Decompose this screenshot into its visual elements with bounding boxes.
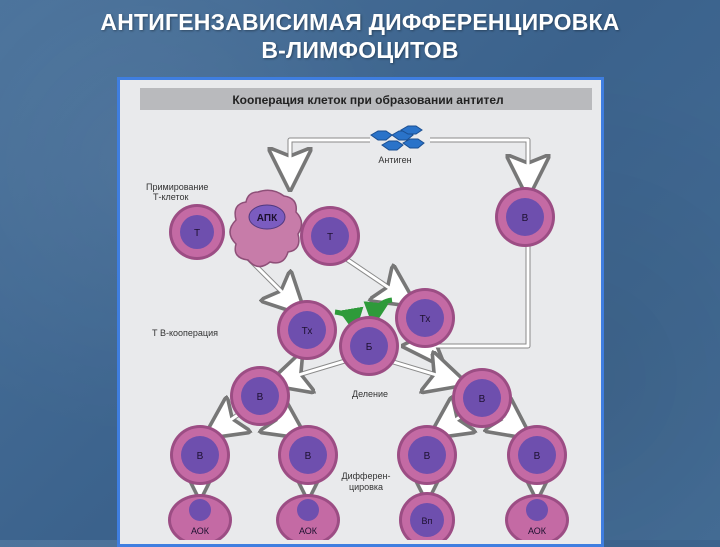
cell-b-top: В [495, 187, 555, 247]
green-arrow-right-icon [363, 297, 393, 328]
priming-label-2: Т-клеток [153, 192, 189, 202]
cell-b-division-left: В [230, 366, 290, 426]
apc-cell: АПК [229, 189, 303, 268]
cell-b-row4-2: В [278, 425, 338, 485]
priming-label-1: Примирование [146, 182, 208, 192]
cell-aok-4-label: АОК [528, 526, 547, 536]
cell-th2-label: Тх [420, 314, 431, 325]
differentiation-label-2: цировка [349, 482, 383, 492]
cell-b-row4-2-label: В [305, 451, 312, 462]
cell-aok-2: АОК [276, 494, 340, 540]
figure-header-bar [140, 88, 592, 110]
cell-aok-1: АОК [168, 494, 232, 540]
tb-cooperation-label: Т В-кооперация [152, 328, 218, 338]
cell-aok-1-label: АОК [191, 526, 210, 536]
cell-aok-2-label: АОК [299, 526, 318, 536]
antigen-icon [370, 125, 425, 151]
cell-memory: Вп [399, 492, 455, 540]
slide-title-line-1: АНТИГЕНЗАВИСИМАЯ ДИФФЕРЕНЦИРОВКА [100, 9, 620, 35]
cell-t2-label: Т [327, 232, 333, 243]
cell-b-center: Б [339, 316, 399, 376]
cell-b-center-label: Б [366, 342, 373, 353]
cell-t1: Т [169, 204, 225, 260]
cell-b-row4-3-label: В [424, 451, 431, 462]
cell-aok-4: АОК [505, 494, 569, 540]
cell-t2: Т [300, 206, 360, 266]
cell-b-division-right: В [452, 368, 512, 428]
cell-b-row4-1-label: В [197, 451, 204, 462]
differentiation-label-1: Дифферен- [342, 471, 391, 481]
cell-memory-label: Вп [422, 516, 433, 526]
cell-b-top-label: В [522, 213, 529, 224]
cell-b-row4-1: В [170, 425, 230, 485]
apc-label: АПК [257, 213, 278, 224]
slide-title-line-2: В-ЛИМФОЦИТОВ [261, 37, 459, 63]
cell-b-division-right-label: В [479, 394, 486, 405]
cell-b-row4-4: В [507, 425, 567, 485]
division-label: Деление [352, 389, 388, 399]
cell-b-row4-4-label: В [534, 451, 541, 462]
cell-th2: Тх [395, 288, 455, 348]
cell-t1-label: Т [194, 228, 200, 239]
cell-b-row4-3: В [397, 425, 457, 485]
cell-th1: Тх [277, 300, 337, 360]
slide-title: АНТИГЕНЗАВИСИМАЯ ДИФФЕРЕНЦИРОВКА В-ЛИМФО… [0, 8, 720, 64]
figure-header: Кооперация клеток при образовании антите… [232, 93, 503, 107]
cell-th1-label: Тх [302, 326, 313, 337]
antigen-label: Антиген [378, 155, 411, 165]
cell-b-division-left-label: В [257, 392, 264, 403]
